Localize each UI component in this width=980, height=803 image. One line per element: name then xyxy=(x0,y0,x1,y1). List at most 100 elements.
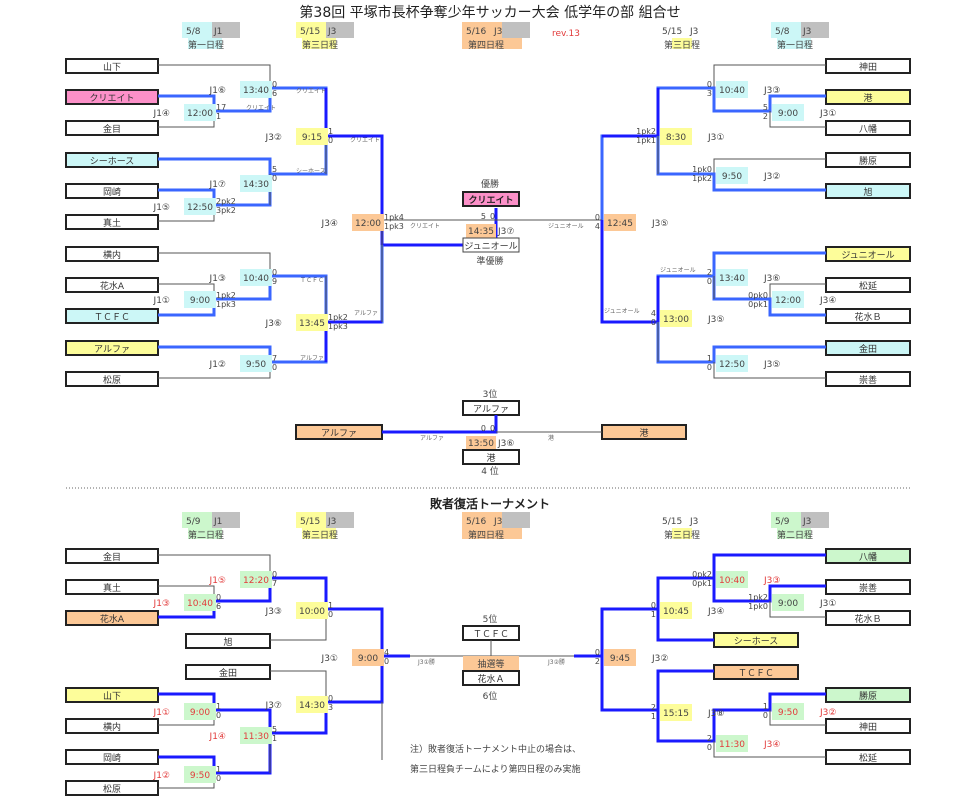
main-right-match-0-time: 9:00 xyxy=(778,109,798,119)
main-header-1-day-bg xyxy=(302,38,336,49)
cons-left-match-3-score-bottom: 0 xyxy=(216,711,221,720)
main-left-match-3-score-bottom: 0 xyxy=(272,174,277,183)
consolation-header-date: 5/9 xyxy=(186,517,201,527)
cons-right-match-3-label: J3② xyxy=(819,708,836,718)
main-right-team-1-label: 港 xyxy=(863,92,872,104)
cons-left-match-6-score-top: 0 xyxy=(328,694,333,703)
cons-right-match-5-score-top: 2 xyxy=(651,703,656,712)
cons-right-match-4-time: 11:30 xyxy=(719,740,745,750)
main-left-team-0 xyxy=(65,58,159,74)
cons-right-match-6-score-top: 0 xyxy=(595,648,600,657)
cons-left-match-2-score-top: 1 xyxy=(328,601,333,610)
main-right-match-2-label: J3② xyxy=(763,172,780,182)
main-right-match-6-bg xyxy=(716,355,748,372)
final-time-bg xyxy=(466,224,496,238)
main-right-team-5-label: ジュニオール xyxy=(841,250,894,261)
consolation-header-date: 5/15 xyxy=(662,517,682,527)
consolation-header-date: 5/15 xyxy=(300,517,320,527)
cons-right-note: J3②勝 xyxy=(547,658,565,666)
main-right-team-6 xyxy=(825,277,911,293)
cons-right-team-1-label: 崇善 xyxy=(859,582,877,594)
cons-left-team-1 xyxy=(65,579,159,595)
cons-right-match-2-label: J3④ xyxy=(707,607,724,617)
cons-left-match-2-label: J3③ xyxy=(265,607,282,617)
cons-right-match-4-score-top: 2 xyxy=(707,734,712,743)
main-line-junior-path xyxy=(600,220,660,324)
main-right-match-8-score-bottom: 4 xyxy=(595,222,600,231)
cons-left-match-4-label: J1② xyxy=(153,771,170,781)
main-left-match-6-label: J1③ xyxy=(209,274,226,284)
consolation-header-day: 第三日程 xyxy=(302,529,338,541)
cons-line-seahorse xyxy=(656,609,714,642)
main-header-venue: J3 xyxy=(327,27,336,37)
cons-right-team-0-label: 八幡 xyxy=(859,551,877,563)
main-header-1-venue-bg xyxy=(326,22,354,38)
fifth-place-heading: 5位 xyxy=(483,613,498,625)
main-header-3-day-bg xyxy=(672,38,692,49)
cons-right-match-2-score-bottom: 1 xyxy=(651,610,656,619)
final-score-right: 0 xyxy=(490,212,495,221)
main-left-match-4-time: 9:15 xyxy=(302,133,322,143)
main-right-match-8-label: J3⑤ xyxy=(651,219,668,229)
cons-left-match-4-bg xyxy=(184,766,216,783)
main-header-0-day-bg xyxy=(188,38,222,49)
third-line-alpha xyxy=(382,415,498,434)
fourth-place-box-label: 港 xyxy=(486,452,495,464)
cons-right-match-1-bg xyxy=(716,571,748,588)
third-playoff-left-team-label: アルファ xyxy=(321,429,357,439)
main-right-match-2-bg xyxy=(716,167,748,184)
cons-right-match-6-time: 9:45 xyxy=(610,654,630,664)
consolation-header-day: 第三日程 xyxy=(664,529,700,541)
main-left-team-6-label: 横内 xyxy=(103,249,121,261)
cons-left-match-4-score-bottom: 0 xyxy=(216,774,221,783)
cons-right-match-5-bg xyxy=(660,704,692,721)
runner-up-heading: 準優勝 xyxy=(476,255,503,267)
cons-right-match-5-label: J3⑧ xyxy=(707,709,724,719)
main-left-team-6 xyxy=(65,246,159,262)
main-line-yamashita xyxy=(158,64,271,88)
cons-right-team-3-label: シーホース xyxy=(734,636,779,647)
main-left-team-0-label: 山下 xyxy=(103,62,121,73)
cons-right-match-0-bg xyxy=(772,594,804,611)
main-left-team-3-label: シーホース xyxy=(90,156,135,167)
final-score-left: 5 xyxy=(481,212,486,221)
main-right-team-3-label: 勝原 xyxy=(859,155,877,167)
cons-left-team-5-label: 山下 xyxy=(103,691,121,702)
note-line-1: 注）敗者復活トーナメント中止の場合は、 xyxy=(410,743,581,755)
cons-left-team-0 xyxy=(65,548,159,564)
main-left-team-8-label: ＴＣＦＣ xyxy=(94,313,130,323)
consolation-header-venue: J3 xyxy=(493,517,502,527)
cons-left-match-3-score-top: 1 xyxy=(216,702,221,711)
cons-right-match-4-bg xyxy=(716,735,748,752)
main-right-match-6-label: J3⑤ xyxy=(763,360,780,370)
third-place-box xyxy=(462,400,520,416)
main-header-date: 5/16 xyxy=(466,27,486,37)
consolation-header-1-day-bg xyxy=(302,528,336,539)
main-left-match-0-score-top: 17 xyxy=(216,103,226,112)
main-left-match-7-label: J1② xyxy=(209,360,226,370)
main-header-2-date-bg xyxy=(462,22,502,38)
main-left-match-7-score-bottom: 0 xyxy=(272,363,277,372)
main-right-match-6-score-top: 1 xyxy=(707,354,712,363)
cons-left-match-7-label: J3① xyxy=(321,654,338,664)
cons-left-match-2-time: 10:00 xyxy=(299,607,325,617)
main-winner-tag-9: ジュニオール xyxy=(660,267,696,274)
main-left-match-5-score-top: 1pk2 xyxy=(216,291,236,300)
cons-left-match-0-score-bottom: 6 xyxy=(216,602,221,611)
cons-right-team-6-label: 神田 xyxy=(859,721,877,733)
cons-right-match-1-score-top: 0pk2 xyxy=(692,570,712,579)
main-right-match-5-bg xyxy=(716,269,748,286)
cons-left-team-8-label: 松原 xyxy=(103,783,121,795)
fourth-place-box xyxy=(462,449,520,465)
main-right-match-1-label: J3③ xyxy=(763,86,780,96)
note-line-2: 第三日程負チームにより第四日程のみ実施 xyxy=(410,763,581,775)
main-winner-tag-2: クリエイト xyxy=(350,137,380,144)
cons-left-match-1-time: 12:20 xyxy=(243,576,269,586)
cons-left-team-1-label: 真土 xyxy=(103,582,121,594)
main-right-match-1-bg xyxy=(716,81,748,98)
main-right-team-2-label: 八幡 xyxy=(859,123,877,135)
main-line-sukuzen xyxy=(713,362,826,379)
third-place-heading: 3位 xyxy=(483,388,498,400)
main-header-date: 5/15 xyxy=(300,27,320,37)
main-left-team-10 xyxy=(65,371,159,387)
